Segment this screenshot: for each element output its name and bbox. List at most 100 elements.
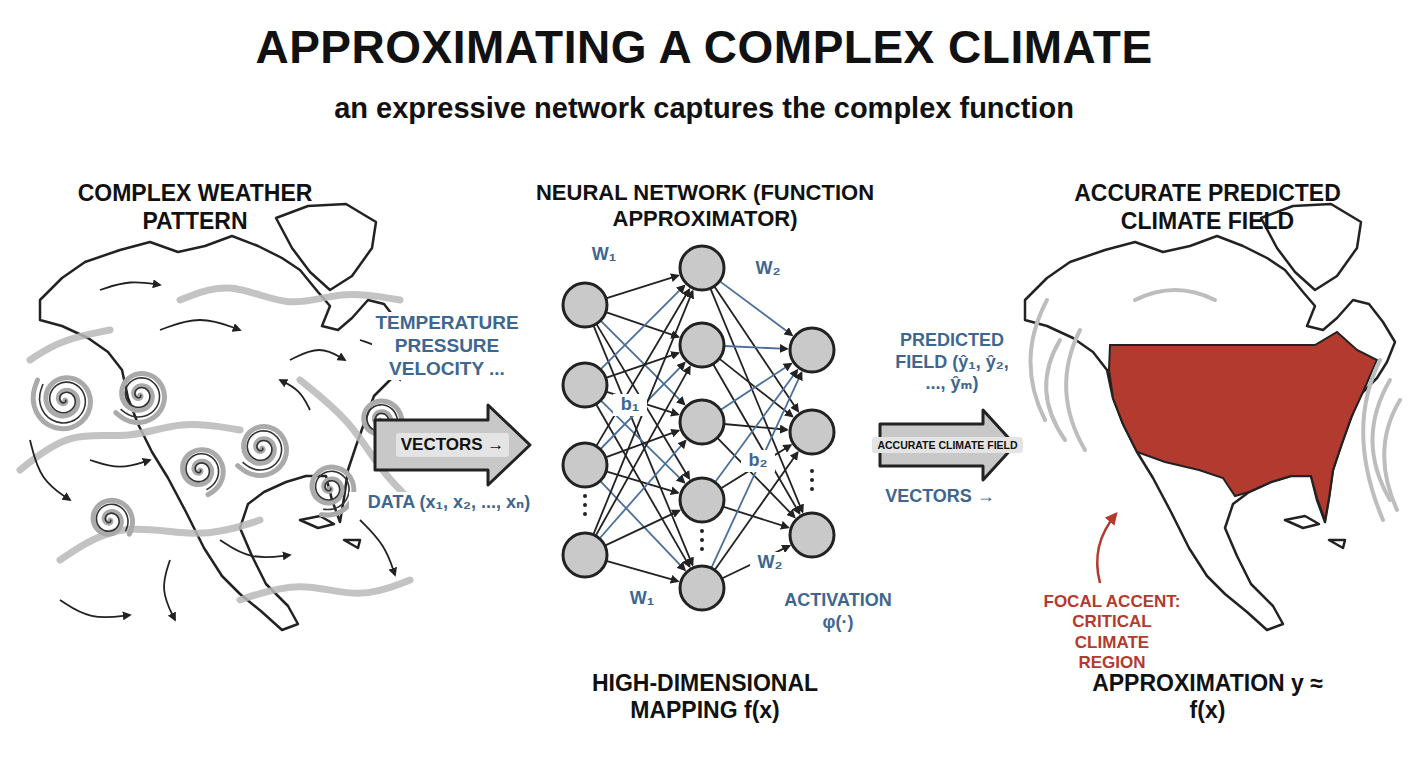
neuron	[680, 400, 724, 444]
weight-label: W₂	[750, 552, 790, 574]
weight-line	[601, 321, 685, 405]
weather-panel: COMPLEX WEATHER PATTERN	[15, 180, 375, 725]
ellipsis-dot	[583, 512, 587, 516]
air-band	[180, 288, 400, 302]
weight-line	[714, 286, 798, 411]
storm-swirl	[93, 500, 132, 534]
diagram-subtitle: an expressive network captures the compl…	[0, 92, 1408, 125]
weight-line	[596, 324, 689, 479]
output-vector: PREDICTED FIELD (ŷ₁, ŷ₂, ..., ŷₘ)	[887, 330, 1017, 395]
ellipsis-dot	[810, 487, 814, 491]
continent-outline	[40, 204, 410, 630]
weight-line	[600, 363, 684, 449]
neuron	[790, 410, 834, 454]
leader-line	[1097, 514, 1116, 583]
arrow-label: VECTORS →	[396, 433, 510, 457]
output-label: VECTORS →	[880, 486, 1000, 508]
weight-line	[721, 445, 791, 488]
weight-line	[606, 561, 678, 581]
weight-line	[606, 353, 679, 378]
neuron	[680, 478, 724, 522]
ellipsis-dot	[700, 529, 704, 533]
flow-arrow	[100, 282, 160, 290]
neuron	[790, 513, 834, 557]
flow-arrow	[90, 460, 150, 467]
weight-line	[719, 359, 792, 417]
panel-heading: NEURAL NETWORK (FUNCTION APPROXIMATOR)	[535, 180, 875, 233]
air-band	[60, 520, 260, 560]
neuron	[680, 323, 724, 367]
storm-swirl-line	[40, 382, 86, 423]
climate-contours	[1030, 290, 1400, 520]
weight-line	[601, 286, 685, 370]
weight-label: W₁	[584, 244, 624, 266]
flow-arrow	[160, 320, 240, 330]
air-band	[240, 580, 410, 600]
weight-line	[717, 438, 794, 517]
panel-heading: COMPLEX WEATHER PATTERN	[45, 180, 345, 235]
weight-line	[596, 404, 690, 566]
neuron	[680, 246, 724, 290]
climate-map	[1025, 204, 1400, 630]
continent-outline	[1025, 204, 1395, 630]
air-band	[30, 330, 110, 360]
network-panel: NEURAL NETWORK (FUNCTION APPROXIMATOR) HI…	[530, 180, 880, 725]
weight-line	[600, 481, 685, 570]
flow-arrow	[220, 540, 290, 557]
weight-line	[723, 507, 788, 528]
ellipsis-dot	[583, 503, 587, 507]
neuron	[680, 566, 724, 610]
storm-swirl-line	[243, 431, 282, 470]
network-drawing	[563, 246, 834, 610]
ellipsis-dot	[810, 478, 814, 482]
weight-line	[722, 546, 790, 579]
weight-line	[724, 346, 787, 349]
panel-heading: ACCURATE PREDICTED CLIMATE FIELD	[1038, 180, 1378, 235]
flow-arrow	[30, 440, 70, 500]
ellipsis-dot	[583, 494, 587, 498]
flow-arrow	[164, 560, 175, 620]
weight-label: W₂	[748, 258, 788, 280]
flow-arrow	[360, 520, 395, 575]
weight-line	[720, 364, 791, 410]
flow-arrow	[60, 600, 130, 617]
weather-map	[20, 204, 410, 630]
panel-footer: HIGH-DIMENSIONAL MAPPING f(x)	[555, 670, 855, 725]
arrow-label: ACCURATE CLIMATE FIELD	[872, 437, 1022, 453]
storm-swirl-line	[121, 378, 160, 417]
ellipsis-dot	[700, 538, 704, 542]
weight-line	[593, 291, 692, 534]
neuron	[563, 283, 607, 327]
diagram-title: APPROXIMATING A COMPLEX CLIMATE	[0, 20, 1408, 74]
critical-region	[1109, 332, 1377, 520]
storm-swirl	[116, 374, 165, 423]
weight-line	[711, 373, 801, 568]
weight-line	[596, 289, 689, 446]
bias-label: b₂	[741, 450, 775, 472]
storm-swirl	[33, 378, 90, 429]
flow-arrow	[280, 380, 310, 410]
flow-arrow-connector	[375, 405, 530, 485]
storm-swirl	[238, 427, 287, 476]
ellipsis-dot	[810, 469, 814, 473]
storm-swirl	[312, 467, 354, 515]
neuron	[563, 533, 607, 577]
storm-swirl	[183, 450, 224, 495]
neuron	[563, 363, 607, 407]
storm-swirl-line	[96, 504, 128, 531]
weight-line	[600, 441, 686, 539]
activation-label: ACTIVATION φ(·)	[772, 590, 904, 633]
weight-line	[605, 511, 679, 546]
focal-callout: FOCAL ACCENT: CRITICAL CLIMATE REGION	[1037, 592, 1187, 674]
flow-arrow	[290, 350, 345, 360]
neuron	[790, 328, 834, 372]
ellipsis-dot	[700, 547, 704, 551]
weight-label: W₁	[622, 588, 662, 610]
panel-footer: APPROXIMATION y ≈ f(x)	[1078, 670, 1338, 725]
bias-label: b₁	[613, 394, 647, 416]
neuron	[563, 443, 607, 487]
weight-line	[606, 276, 678, 299]
weight-line	[713, 364, 799, 513]
storm-swirl-line	[186, 454, 219, 490]
weight-line	[715, 370, 797, 482]
